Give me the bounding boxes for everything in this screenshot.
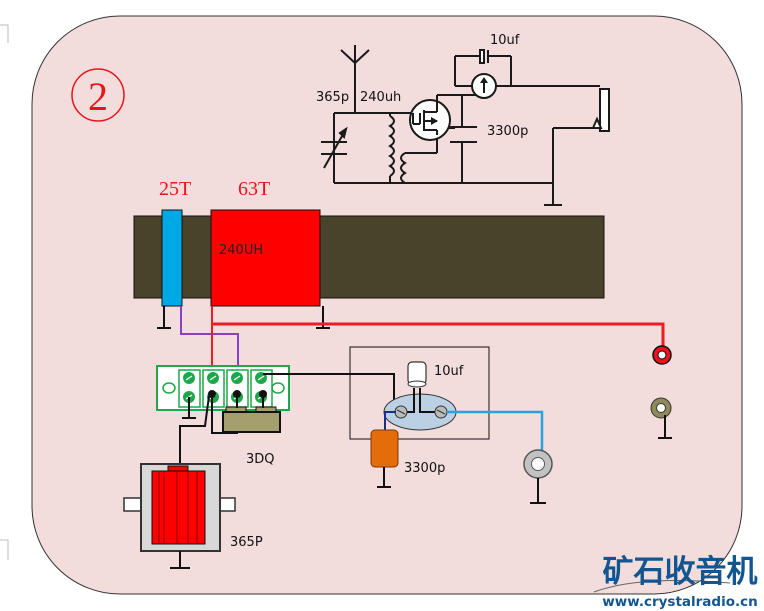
secondary-coil [210, 209, 321, 307]
corner-mark-top-left [0, 24, 9, 43]
antenna-icon [340, 45, 370, 113]
terminal-strip [156, 365, 290, 411]
transistor-label: 3DQ [246, 452, 275, 467]
schematic [321, 45, 610, 206]
variable-capacitor-label: 365P [230, 535, 263, 550]
schematic-bypass-cap-label: 3300p [487, 124, 528, 139]
earphone-wire [447, 410, 544, 452]
socket-to-cap-wire [384, 411, 396, 432]
schematic-capacitor-label: 365p [316, 90, 349, 105]
background-panel [31, 15, 743, 595]
electrolytic-label: 10uf [434, 364, 464, 379]
transistor-3dq [222, 406, 281, 433]
schematic-coupling-cap-label: 10uf [490, 33, 520, 48]
coil-inductance-label: 240UH [219, 243, 263, 258]
ceramic-capacitor [370, 429, 399, 468]
badge-circle [71, 68, 125, 122]
corner-mark-bottom-left [0, 539, 9, 560]
badge-number: 2 [88, 74, 108, 119]
ground-terminal-hole [656, 403, 666, 413]
schematic-inductor-label: 240uh [360, 90, 401, 105]
inductor-primary-symbol [388, 113, 395, 183]
primary-coil [161, 209, 183, 307]
watermark-url: www.crystalradio.cn [602, 594, 757, 610]
primary-turns-label: 25T [159, 178, 191, 200]
ceramic-capacitor-label: 3300p [404, 461, 445, 476]
ammeter-symbol [471, 73, 497, 99]
coupling-capacitor-symbol [454, 49, 600, 87]
earphone-socket [383, 361, 457, 431]
primary-coil-wire [180, 306, 239, 374]
antenna-terminal-hole [657, 350, 667, 360]
watermark-swoosh [593, 579, 731, 593]
watermark-title: 矿石收音机 [603, 554, 758, 590]
socket-box [349, 346, 490, 440]
secondary-turns-label: 63T [238, 178, 270, 200]
antenna-wire [212, 322, 665, 346]
variable-capacitor-symbol [321, 126, 348, 169]
earphone-symbol [552, 88, 610, 205]
variable-capacitor [123, 463, 236, 569]
earphone-terminal-hole [531, 457, 545, 471]
ferrite-rod [133, 215, 605, 299]
mosfet-symbol [409, 95, 451, 141]
bypass-capacitor-symbol [449, 95, 477, 183]
